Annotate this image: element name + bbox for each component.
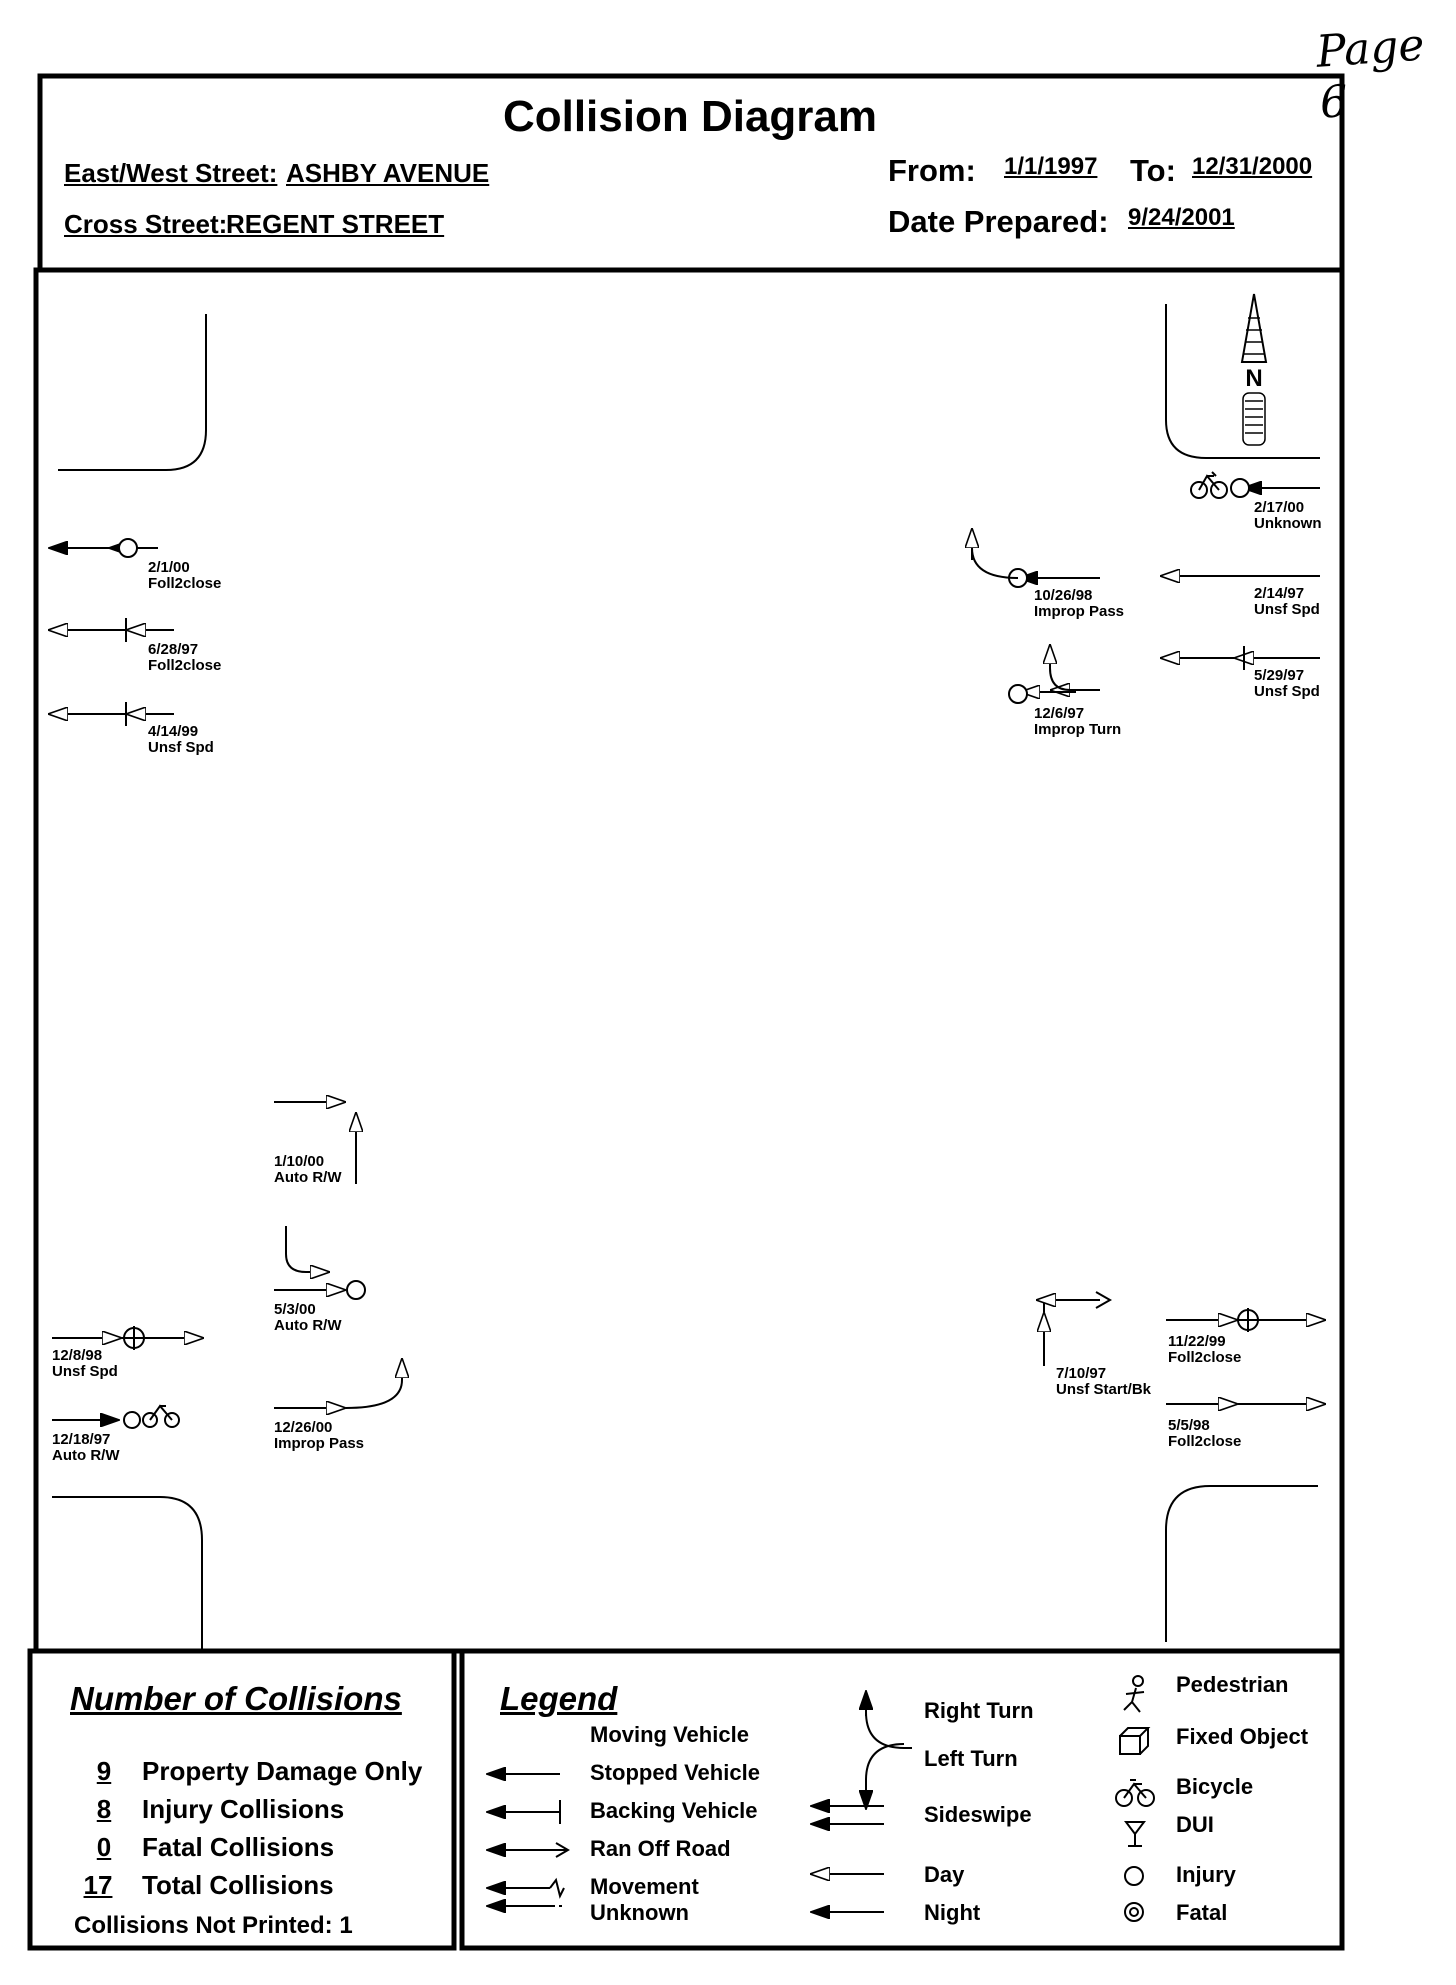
legend-label: Bicycle [1176,1774,1254,1799]
curb-lines [52,304,1320,1652]
legend-label: Day [924,1862,965,1887]
legend-label: Sideswipe [924,1802,1032,1827]
collision-symbol-7-10-97 [1044,1291,1113,1366]
collision-symbol-5-3-00 [274,1226,366,1300]
legend-label: Ran Off Road [590,1836,731,1861]
to-label: To: [1130,153,1176,188]
fatal-icon [1124,1902,1144,1922]
legend-label: Injury [1176,1862,1236,1887]
date-prepared-value: 9/24/2001 [1128,204,1235,231]
collision-symbol-11-22-99 [1166,1308,1306,1332]
count-label: Injury Collisions [142,1794,345,1824]
count-label: Property Damage Only [142,1756,423,1786]
bicycle-icon [1190,471,1228,499]
dui-glass-icon [1124,1821,1146,1847]
legend-label: DUI [1176,1812,1214,1837]
legend-label: Left Turn [924,1746,1018,1771]
bicycle-icon [142,1404,180,1428]
legend-label: Night [924,1900,981,1925]
count-value: 8 [96,1794,112,1824]
legend-right-turn-symbol [866,1710,912,1749]
date-prepared-label: Date Prepared: [888,204,1109,239]
north-label: N [1245,365,1262,392]
pedestrian-icon [1123,1675,1145,1713]
legend-label: Fixed Object [1176,1724,1309,1749]
fixed-object-icon [1119,1727,1151,1755]
legend-label: Movement Unknown [590,1874,699,1925]
legend-label: Backing Vehicle [590,1798,758,1823]
count-value: 9 [96,1756,112,1786]
injury-icon [1124,1866,1144,1886]
count-label: Total Collisions [142,1870,334,1900]
legend-ran-off-road-symbol [506,1877,565,1899]
collision-symbol-5-29-97 [1180,646,1320,670]
collision-symbol-10-26-98 [972,548,1100,588]
north-arrow [1240,293,1268,446]
legend-backing-vehicle-symbol [506,1842,570,1858]
ew-street-value: ASHBY AVENUE [286,158,490,188]
collisions-not-printed: Collisions Not Printed: 1 [74,1912,353,1939]
legend-label: Moving Vehicle [590,1722,749,1747]
collision-symbol-12-26-00 [274,1378,402,1408]
bicycle-icon [1115,1779,1155,1807]
curb-ne [1165,304,1320,459]
count-value: 17 [83,1870,113,1900]
counts-frame [27,1648,457,1951]
collision-symbol-2-17-00 [1230,478,1320,498]
legend-sideswipe-symbol [830,1806,884,1824]
counts-title: Number of Collisions [70,1680,402,1717]
collision-symbol-2-1-00 [68,538,158,558]
collision-symbol-12-8-98 [52,1326,184,1350]
legend-title: Legend [500,1680,618,1717]
legend-movement-unknown-symbol [506,1896,566,1906]
count-label: Fatal Collisions [142,1832,335,1862]
from-date: 1/1/1997 [1004,153,1098,180]
count-value: 0 [96,1832,112,1862]
legend-frame [459,1648,1345,1951]
cross-street-label: Cross Street: [64,209,228,239]
page-title: Collision Diagram [502,92,878,141]
collision-symbol-6-28-97 [68,618,174,642]
from-label: From: [888,153,976,188]
collision-symbol-12-6-97 [1008,664,1100,704]
legend-label: Fatal [1176,1900,1228,1925]
legend-label: Stopped Vehicle [590,1760,760,1785]
diagram-frame [33,267,1345,1654]
collision-symbol-4-14-99 [68,702,174,726]
curb-se [1165,1485,1318,1642]
collision-symbol-12-18-97 [52,1411,141,1429]
legend-label: Right Turn [924,1698,1034,1723]
legend-left-turn-symbol [866,1743,905,1790]
to-date: 12/31/2000 [1192,153,1313,180]
legend-label: Pedestrian [1176,1672,1289,1697]
curb-nw [58,314,207,471]
curb-sw [52,1496,203,1652]
legend-stopped-vehicle-symbol [506,1800,561,1824]
collision-symbol-1-10-00 [274,1102,356,1184]
cross-street-value: REGENT STREET [226,209,445,239]
ew-street-label: East/West Street: [64,158,278,188]
